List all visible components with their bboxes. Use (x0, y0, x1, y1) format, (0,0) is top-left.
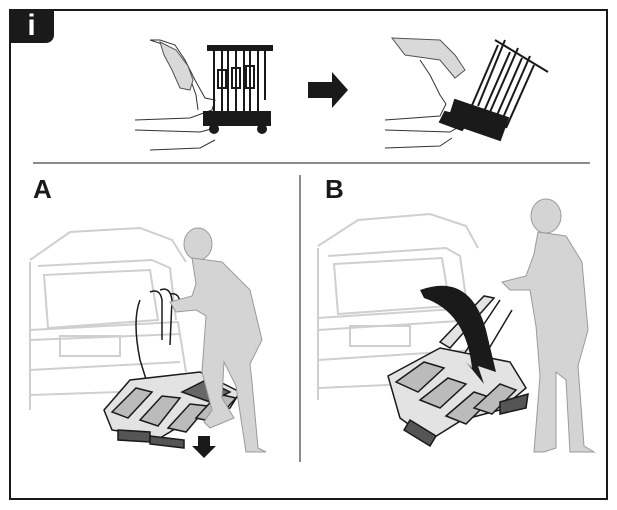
arrow-right-icon (308, 72, 348, 108)
tilted-bike-rack-icon (438, 39, 549, 142)
curved-tilt-arrow-icon (420, 285, 496, 384)
arrow-down-icon (192, 436, 216, 458)
panel-a-person-figure (169, 227, 267, 453)
upright-bike-rack-icon (203, 45, 273, 134)
panel-a-label: A (33, 174, 52, 204)
panel-b-label: B (325, 174, 344, 204)
info-icon: i (9, 9, 54, 43)
panel-b-person-figure (501, 198, 596, 453)
top-car-closed-illustration (134, 39, 216, 151)
info-icon-letter: i (27, 9, 36, 42)
top-car-open-illustration (384, 37, 466, 149)
